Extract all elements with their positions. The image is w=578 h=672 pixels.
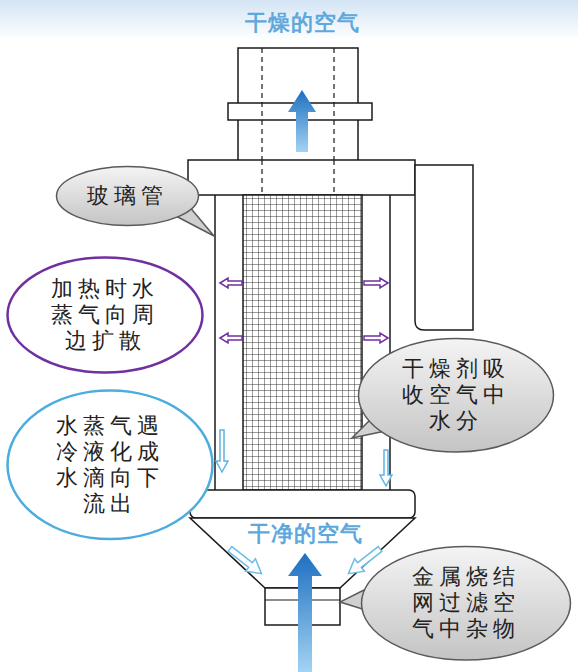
hidden-line xyxy=(333,48,334,195)
hidden-line xyxy=(261,160,262,195)
desiccant-callout: 干燥剂吸收空气中水分 xyxy=(357,337,555,454)
hidden-line xyxy=(333,160,334,195)
bubble-outline xyxy=(359,338,554,452)
base-plate xyxy=(190,490,415,518)
inflow-label: 干净的空气 xyxy=(245,519,366,549)
desiccant-column xyxy=(243,195,362,490)
filter-callout: 金属烧结网过滤空气中杂物 xyxy=(360,545,572,662)
condense-callout: 水蒸气遇冷液化成水滴向下流出 xyxy=(5,388,215,541)
side-housing xyxy=(415,165,473,330)
callout-text: 金属烧结网过滤空气中杂物 xyxy=(410,564,522,642)
water-arrows xyxy=(216,430,392,486)
top-band xyxy=(0,0,578,40)
vapor-arrows xyxy=(220,278,388,343)
bubble-outline xyxy=(8,391,213,539)
vapor-callout: 加热时水蒸气向周边扩散 xyxy=(5,255,205,375)
hidden-line xyxy=(261,48,262,195)
callout-text: 水蒸气遇冷液化成水滴向下流出 xyxy=(54,413,166,517)
glass-tube-wall xyxy=(389,195,391,490)
callout-text: 干燥剂吸收空气中水分 xyxy=(400,356,512,434)
bubble-outline xyxy=(8,258,203,373)
bubble-outline xyxy=(57,167,199,226)
callout-text: 玻璃管 xyxy=(87,183,168,209)
glass-tube-callout: 玻璃管 xyxy=(55,165,200,227)
callout-text: 加热时水蒸气向周边扩散 xyxy=(49,276,161,354)
inflow-arrow xyxy=(288,553,322,672)
glass-tube-wall xyxy=(214,195,216,490)
header-block xyxy=(188,160,415,195)
bubble-outline xyxy=(362,546,571,660)
outflow-label: 干燥的空气 xyxy=(242,8,363,38)
outflow-arrow xyxy=(288,90,316,152)
